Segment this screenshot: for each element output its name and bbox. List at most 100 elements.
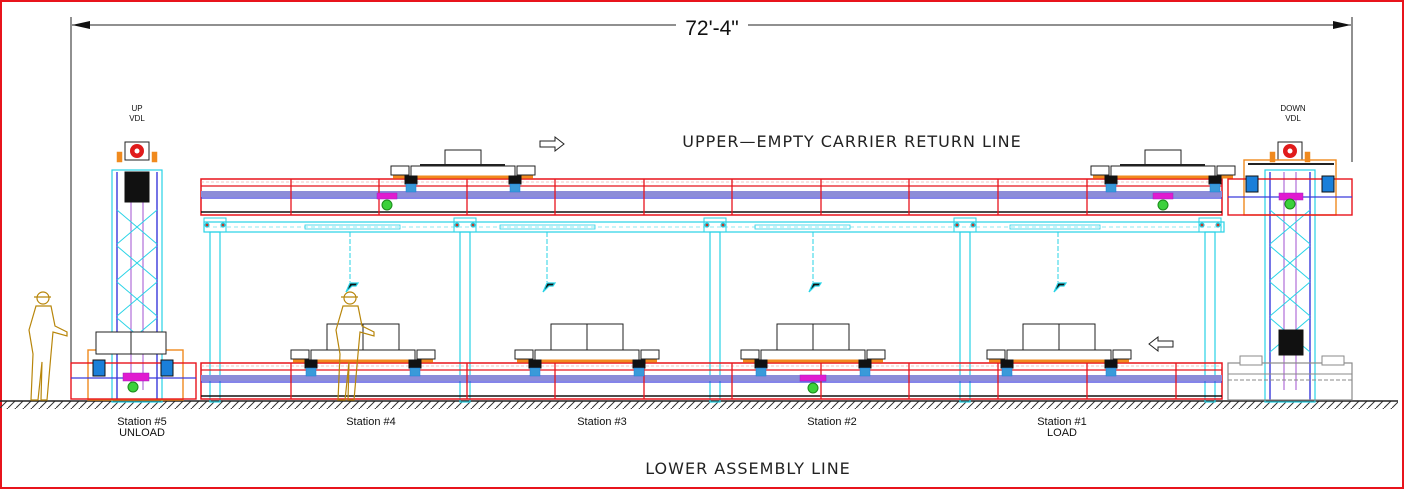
carrier-bumper bbox=[740, 349, 760, 360]
dimension-arrow-right-icon bbox=[1333, 21, 1351, 29]
drive-wheel bbox=[127, 381, 139, 393]
column-cap bbox=[453, 217, 477, 233]
overall-dimension-label: 72'-4" bbox=[685, 17, 739, 40]
air-tool-icon bbox=[542, 282, 557, 293]
upper-flow-arrow-right-icon bbox=[539, 135, 565, 153]
trolley bbox=[1000, 359, 1014, 369]
floor-hatch bbox=[0, 401, 1398, 409]
drive-wheel bbox=[1284, 198, 1296, 210]
carrier-bumper bbox=[986, 349, 1006, 360]
up-vdl-label-line2: VDL bbox=[129, 114, 145, 123]
carrier-bumper bbox=[640, 349, 660, 360]
indexer-unit bbox=[799, 374, 827, 382]
trolley bbox=[754, 359, 768, 369]
up-vdl-lift bbox=[70, 141, 197, 403]
bolt bbox=[470, 222, 476, 228]
trolley bbox=[1245, 175, 1259, 193]
trolley bbox=[1104, 359, 1118, 369]
trolley-wheel bbox=[755, 367, 767, 377]
bolt bbox=[970, 222, 976, 228]
lift-tower bbox=[1264, 169, 1316, 403]
trolley bbox=[1321, 175, 1335, 193]
down-vdl-lift bbox=[1227, 141, 1353, 403]
bolt bbox=[1215, 222, 1221, 228]
trolley-wheel bbox=[1001, 367, 1013, 377]
station-5-role: UNLOAD bbox=[119, 427, 165, 439]
carrier-bumper bbox=[390, 165, 410, 176]
upper-carrier-1 bbox=[390, 149, 536, 193]
lift-brace bbox=[1269, 281, 1311, 317]
trolley-wheel bbox=[509, 183, 521, 193]
bolt bbox=[1199, 222, 1205, 228]
trolley bbox=[508, 175, 522, 185]
carrier-bumper bbox=[1090, 165, 1110, 176]
carrier-bumper bbox=[516, 165, 536, 176]
trolley-wheel bbox=[633, 367, 645, 377]
carrier-pallet-ends bbox=[534, 349, 640, 361]
trolley bbox=[92, 359, 106, 377]
column-cap bbox=[1198, 217, 1222, 233]
lower-carrier-station-2 bbox=[740, 323, 886, 377]
chain-track bbox=[201, 375, 1222, 381]
motor-mount bbox=[151, 151, 158, 163]
lower-flow-arrow-left-icon bbox=[1148, 335, 1174, 353]
trolley-wheel bbox=[1105, 367, 1117, 377]
column-cap bbox=[953, 217, 977, 233]
drive-wheel bbox=[1157, 199, 1169, 211]
carrier-pallet-ends bbox=[410, 165, 516, 177]
down-vdl-label-line1: DOWN bbox=[1280, 104, 1306, 113]
chain-track bbox=[201, 191, 1222, 197]
lift-counterweight bbox=[124, 171, 150, 203]
product-box bbox=[444, 149, 482, 167]
carrier-bumper bbox=[416, 349, 436, 360]
carrier-pallet-ends bbox=[1006, 349, 1112, 361]
bolt bbox=[954, 222, 960, 228]
lower-conveyor bbox=[200, 323, 1223, 400]
beam-plate bbox=[754, 224, 851, 230]
motor-mount bbox=[1269, 151, 1276, 163]
ghost-bumper bbox=[1239, 355, 1263, 366]
ghost-conveyor-frame bbox=[1227, 362, 1353, 401]
operators bbox=[28, 291, 375, 401]
trolley bbox=[160, 359, 174, 377]
upper-conveyor-frame bbox=[200, 178, 1223, 216]
bolt bbox=[454, 222, 460, 228]
trolley bbox=[632, 359, 646, 369]
trolley bbox=[408, 359, 422, 369]
trolley-wheel bbox=[409, 367, 421, 377]
drive-motor-hub bbox=[1287, 148, 1293, 154]
air-tool-icon bbox=[808, 282, 823, 293]
operator-head bbox=[341, 291, 358, 305]
lift-counterweight bbox=[1278, 329, 1304, 356]
up-vdl-label-line1: UP bbox=[131, 104, 142, 113]
carrier-bumper bbox=[866, 349, 886, 360]
carrier-bumper bbox=[290, 349, 310, 360]
bolt bbox=[704, 222, 710, 228]
lower-line-title: LOWER ASSEMBLY LINE bbox=[645, 459, 851, 478]
station-2-label: Station #2 bbox=[807, 416, 857, 428]
carrier-bumper bbox=[514, 349, 534, 360]
air-tool-icon bbox=[1053, 282, 1068, 293]
drive-motor-hub bbox=[134, 148, 140, 154]
carrier-bumper bbox=[1112, 349, 1132, 360]
trolley bbox=[404, 175, 418, 185]
station-labels: Station #5 UNLOAD Station #4 Station #3 … bbox=[117, 416, 1087, 439]
operator-body bbox=[28, 305, 68, 401]
column-cap bbox=[203, 217, 227, 233]
lift-brace bbox=[1269, 245, 1311, 281]
lift-brace bbox=[116, 245, 158, 281]
lower-conveyor-frame bbox=[200, 362, 1223, 400]
beam-plate bbox=[1009, 224, 1101, 230]
operator-body bbox=[335, 305, 375, 401]
trolley-wheel bbox=[859, 367, 871, 377]
down-vdl-label-line2: VDL bbox=[1285, 114, 1301, 123]
lift-conveyor-frame bbox=[70, 362, 197, 400]
indexer-unit bbox=[1152, 192, 1174, 200]
upper-line-title: UPPER—EMPTY CARRIER RETURN LINE bbox=[682, 132, 1021, 151]
beam-plate bbox=[304, 224, 401, 230]
bolt bbox=[720, 222, 726, 228]
carrier-pallet-ends bbox=[310, 349, 416, 361]
lift-tower bbox=[111, 169, 163, 403]
operator-station-4 bbox=[335, 291, 375, 401]
